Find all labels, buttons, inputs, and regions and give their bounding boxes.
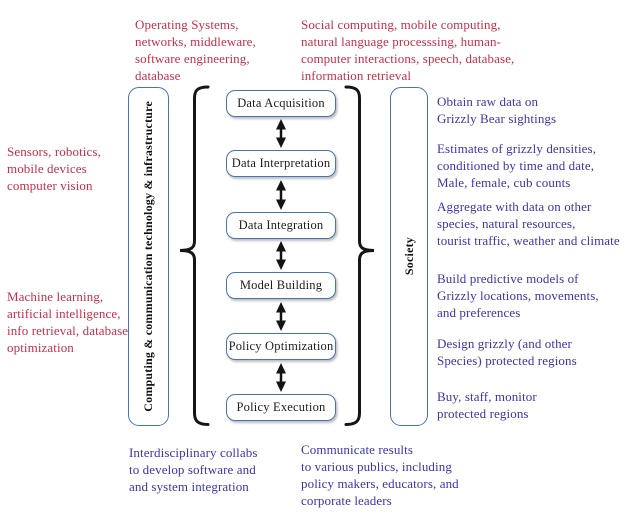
note-policy-execution: Buy, staff, monitor protected regions [437, 389, 537, 421]
flow-box-model-building: Model Building [226, 272, 336, 299]
annotation-operating-systems: Operating Systems, networks, middleware,… [135, 17, 256, 83]
flow-box-policy-execution: Policy Execution [226, 394, 336, 421]
right-curly-brace [344, 85, 375, 426]
pillar-society: Society [390, 87, 428, 426]
pillar-computing-label: Computing & communication technology & i… [141, 101, 155, 412]
annotation-machine-learning: Machine learning, artificial intelligenc… [7, 289, 129, 355]
flow-box-policy-optimization: Policy Optimization [226, 333, 336, 360]
note-policy-optimization: Design grizzly (and other Species) prote… [437, 336, 577, 368]
annotation-social-computing: Social computing, mobile computing, natu… [301, 17, 515, 83]
flow-box-data-acquisition: Data Acquisition [226, 90, 336, 117]
pillar-society-label: Society [401, 237, 416, 276]
flow-box-data-integration: Data Integration [226, 212, 336, 239]
annotation-sensors-robotics: Sensors, robotics, mobile devices comput… [7, 144, 101, 193]
annotation-interdisciplinary-collabs: Interdisciplinary collabs to develop sof… [129, 445, 258, 494]
annotation-communicate-results: Communicate results to various publics, … [301, 442, 459, 508]
note-model-building: Build predictive models of Grizzly locat… [437, 271, 599, 320]
pillar-computing-infrastructure: Computing & communication technology & i… [128, 87, 169, 426]
note-data-integration: Aggregate with data on other species, na… [437, 199, 620, 248]
note-data-acquisition: Obtain raw data on Grizzly Bear sighting… [437, 94, 557, 126]
flow-box-data-interpretation: Data Interpretation [226, 150, 336, 177]
left-curly-brace [179, 85, 210, 426]
note-data-interpretation: Estimates of grizzly densities, conditio… [437, 141, 597, 190]
